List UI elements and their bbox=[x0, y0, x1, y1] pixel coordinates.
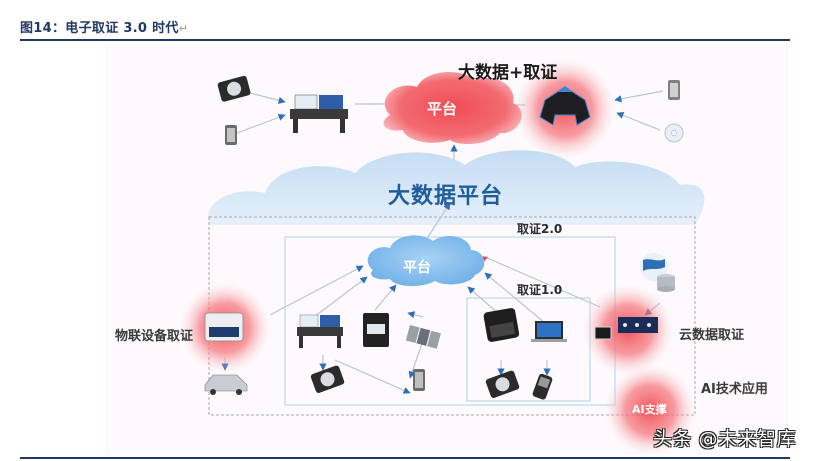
watermark: 头条 @未来智库 bbox=[653, 428, 797, 450]
bottom-rule bbox=[20, 457, 790, 459]
big-data-forensics-title: 大数据+取证 bbox=[458, 63, 558, 83]
forensic-workstation-icon bbox=[290, 94, 348, 133]
forensics-2-label: 取证2.0 bbox=[517, 222, 563, 236]
mobile-phone-icon bbox=[532, 373, 553, 400]
caption-text: 图14：电子取证 3.0 时代 bbox=[20, 21, 179, 36]
forensic-tablet-case-icon bbox=[483, 308, 520, 342]
hard-drive-icon bbox=[310, 365, 345, 393]
top-platform-label: 平台 bbox=[427, 100, 458, 118]
cloud-monitor-icon bbox=[594, 317, 658, 340]
ai-application-label: AI技术应用 bbox=[701, 382, 768, 397]
diagram-graphics bbox=[180, 59, 705, 455]
top-platform-cloud bbox=[383, 71, 522, 145]
inner-platform-label: 平台 bbox=[403, 260, 431, 276]
forensics-1-label: 取证1.0 bbox=[517, 283, 563, 297]
vr-forensic-device-icon bbox=[539, 86, 591, 126]
forensic-workstation-icon bbox=[297, 314, 343, 348]
forensics-3-box bbox=[208, 216, 696, 416]
figure-caption: 图14：电子取证 3.0 时代↵ bbox=[20, 17, 188, 36]
laptop-icon bbox=[531, 321, 567, 342]
iot-forensics-label: 物联设备取证 bbox=[115, 329, 194, 344]
big-data-platform-label: 大数据平台 bbox=[388, 184, 504, 209]
inner-platform-cloud bbox=[367, 235, 485, 287]
forensics-3-diagram: 大数据+取证 平台 大数据平台 取证2.0 取证1.0 平台 物联设备取证 云数… bbox=[105, 45, 789, 455]
big-data-platform-cloud bbox=[208, 150, 705, 225]
car-icon bbox=[204, 374, 248, 395]
globe-database-icon bbox=[640, 253, 675, 292]
cloud-data-forensics-label: 云数据取证 bbox=[679, 328, 745, 343]
top-rule bbox=[20, 39, 790, 41]
ai-glow bbox=[605, 365, 695, 455]
iot-device-icon bbox=[204, 312, 244, 342]
ai-support-label: AI支撑 bbox=[632, 403, 667, 416]
return-mark: ↵ bbox=[178, 22, 189, 35]
hard-drive-icon bbox=[217, 75, 251, 102]
portable-forensic-case-icon bbox=[363, 313, 389, 347]
write-blocker-icon bbox=[405, 325, 441, 349]
hard-drive-icon bbox=[485, 370, 520, 398]
